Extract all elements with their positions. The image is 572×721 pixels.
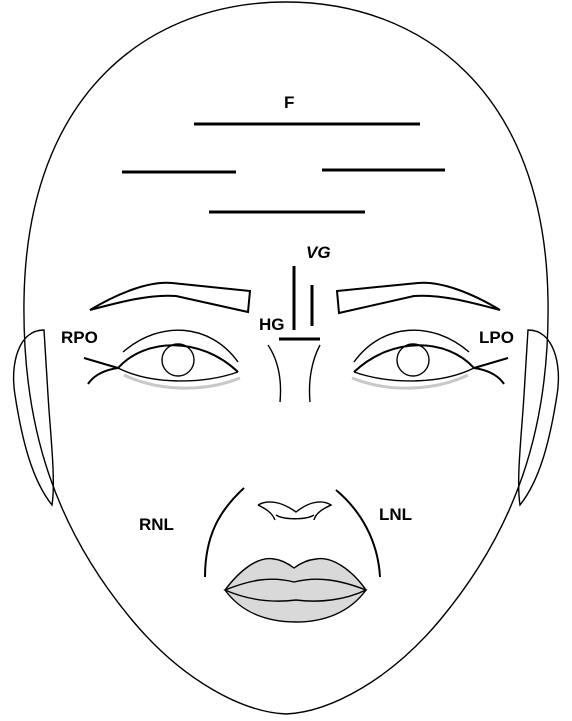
right-eye-upper-lid <box>118 345 238 372</box>
lpo-line-2 <box>474 368 504 384</box>
label-vg: VG <box>306 243 331 262</box>
label-f: F <box>284 93 294 112</box>
right-periorbital-lines <box>84 358 118 384</box>
label-hg: HG <box>259 315 285 334</box>
left-iris <box>397 344 429 376</box>
nose-bridge-right <box>309 345 320 402</box>
lips <box>225 559 366 622</box>
right-nasolabial-fold <box>205 488 244 577</box>
nose-tip <box>258 502 331 520</box>
rpo-line-2 <box>88 368 118 384</box>
nose-bridge-left <box>268 345 281 402</box>
lpo-line-1 <box>474 358 508 368</box>
label-lpo: LPO <box>479 328 514 347</box>
right-eyebrow <box>90 283 250 312</box>
right-iris <box>162 344 194 376</box>
left-eye <box>352 330 474 388</box>
left-eye-upper-lid <box>354 345 474 372</box>
left-eyebrow <box>337 283 500 313</box>
label-rpo: RPO <box>61 328 98 347</box>
left-periorbital-lines <box>474 358 508 384</box>
label-rnl: RNL <box>139 515 174 534</box>
left-nasolabial-fold <box>336 490 380 577</box>
label-lnl: LNL <box>379 505 412 524</box>
rpo-line-1 <box>84 358 118 368</box>
lips-fill <box>225 559 366 622</box>
right-eye <box>118 330 240 388</box>
